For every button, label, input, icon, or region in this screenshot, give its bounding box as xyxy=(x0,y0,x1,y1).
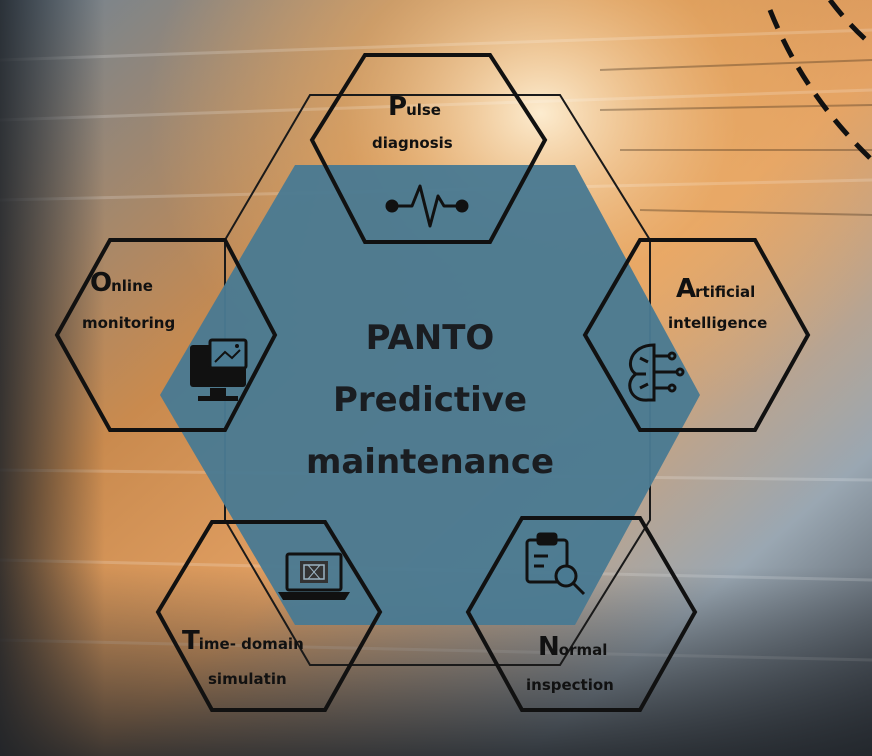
node-time-title: Time- domain xyxy=(182,626,304,656)
center-title-line2: Predictive xyxy=(332,380,528,420)
node-ai-subtitle: intelligence xyxy=(668,314,768,332)
center-hexagon xyxy=(160,165,700,625)
monitor-icon xyxy=(190,338,248,401)
outer-ring-hexagon xyxy=(224,94,651,666)
clipboard-search-icon xyxy=(525,532,586,596)
node-ai-title: Artificial xyxy=(676,274,756,304)
node-normal-subtitle: inspection xyxy=(526,676,614,694)
node-time-subtitle: simulatin xyxy=(208,670,287,688)
center-title-line1: PANTO xyxy=(365,318,495,358)
node-online-title: Online xyxy=(90,268,153,298)
node-normal-title: Normal xyxy=(538,632,608,662)
node-pulse-subtitle: diagnosis xyxy=(372,134,453,152)
node-online-subtitle: monitoring xyxy=(82,314,176,332)
center-title-line3: maintenance xyxy=(305,442,555,482)
hexagon-online[interactable] xyxy=(54,238,278,432)
node-pulse-title: Pulse xyxy=(388,92,441,122)
hexagon-pulse[interactable] xyxy=(309,53,548,244)
hexagon-ai[interactable] xyxy=(582,238,811,432)
hexagon-time[interactable] xyxy=(155,520,383,712)
laptop-chip-icon xyxy=(278,552,350,600)
hexagon-normal[interactable] xyxy=(465,516,698,712)
pulse-waveform-icon xyxy=(385,184,469,228)
brain-circuit-icon xyxy=(628,343,685,402)
